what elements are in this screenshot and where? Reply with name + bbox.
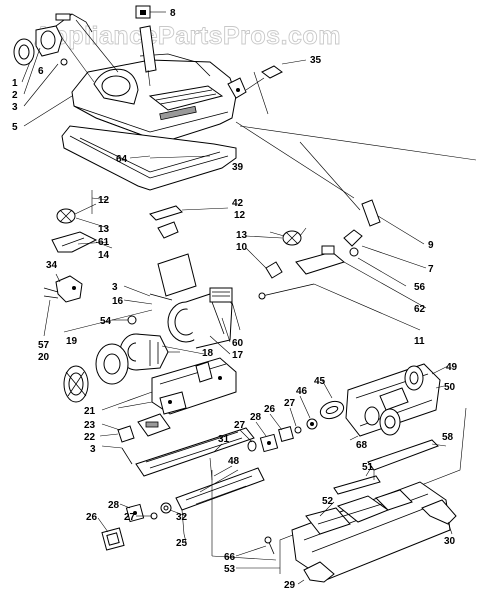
callout-30: 30 — [444, 536, 456, 547]
callout-23: 23 — [84, 420, 96, 431]
callout-39: 39 — [232, 162, 244, 173]
motor-bracket — [117, 357, 237, 415]
callout-34: 34 — [46, 260, 58, 271]
callout-57: 57 — [38, 340, 50, 351]
callout-50: 50 — [444, 382, 456, 393]
callout-12-left: 12 — [98, 195, 110, 206]
brush-roll — [135, 427, 265, 535]
callout-11: 11 — [414, 336, 425, 347]
callout-52: 52 — [322, 496, 334, 507]
base-rear-assembly — [345, 363, 449, 441]
callout-68: 68 — [356, 440, 368, 451]
callout-46: 46 — [296, 386, 308, 397]
callout-49: 49 — [446, 362, 458, 373]
callout-14: 14 — [98, 250, 110, 261]
callout-64: 64 — [116, 154, 128, 165]
callout-45: 45 — [314, 376, 326, 387]
hood-assembly — [71, 25, 237, 141]
guide-lines — [91, 71, 477, 214]
callout-53: 53 — [224, 564, 236, 575]
height-adjuster — [258, 199, 427, 331]
motor-assembly — [63, 253, 241, 403]
wheel-pivot-left — [51, 203, 113, 253]
bumper-strip — [61, 125, 237, 191]
callout-1: 1 — [12, 78, 18, 89]
callout-27-right-upper: 27 — [284, 398, 296, 409]
brush-end-hardware-right — [247, 400, 345, 453]
callout-8: 8 — [170, 8, 176, 19]
watermark: AppliancePartsPros.com — [34, 22, 341, 50]
brush-end-hardware-left — [101, 503, 158, 551]
callout-28-right: 28 — [250, 412, 262, 423]
callout-13-right: 13 — [236, 230, 248, 241]
callout-60: 60 — [232, 338, 244, 349]
callout-35: 35 — [310, 55, 322, 66]
callout-31: 31 — [218, 434, 230, 445]
callout-66: 66 — [224, 552, 236, 563]
callout-32: 32 — [176, 512, 188, 523]
callout-56: 56 — [414, 282, 426, 293]
callout-19: 19 — [66, 336, 78, 347]
bottom-plate-assembly — [211, 407, 467, 585]
callout-9: 9 — [428, 240, 434, 251]
callout-27-left: 27 — [124, 512, 136, 523]
callout-26-left: 26 — [86, 512, 98, 523]
side-wheel-part — [13, 13, 119, 83]
bracket-hardware — [99, 413, 171, 465]
callout-27-right-lower: 27 — [234, 420, 246, 431]
callout-42: 42 — [232, 198, 244, 209]
switch-part — [135, 5, 166, 19]
callout-25: 25 — [176, 538, 188, 549]
callout-22: 22 — [84, 432, 96, 443]
actuator-strip — [149, 205, 229, 239]
callout-54: 54 — [100, 316, 112, 327]
callout-62: 62 — [414, 304, 426, 315]
callout-6: 6 — [38, 66, 44, 77]
callout-17: 17 — [232, 350, 244, 361]
callout-2: 2 — [12, 90, 18, 101]
latch-part — [227, 59, 307, 99]
callout-48: 48 — [228, 456, 240, 467]
callout-3-low: 3 — [90, 444, 96, 455]
callout-58: 58 — [442, 432, 454, 443]
callout-3-top: 3 — [12, 102, 18, 113]
callout-29: 29 — [284, 580, 296, 591]
callout-3-mid: 3 — [112, 282, 118, 293]
callout-7: 7 — [428, 264, 434, 275]
cord-clip — [43, 273, 83, 337]
callout-12-right: 12 — [234, 210, 246, 221]
callout-20: 20 — [38, 352, 50, 363]
callout-10: 10 — [236, 242, 248, 253]
callout-leaders — [21, 47, 373, 569]
callout-26-right: 26 — [264, 404, 276, 415]
callout-51: 51 — [362, 462, 374, 473]
callout-21: 21 — [84, 406, 96, 417]
callout-13-left: 13 — [98, 224, 110, 235]
callout-5: 5 — [12, 122, 18, 133]
callout-18: 18 — [202, 348, 214, 359]
callout-16: 16 — [112, 296, 124, 307]
callout-28-left: 28 — [108, 500, 120, 511]
